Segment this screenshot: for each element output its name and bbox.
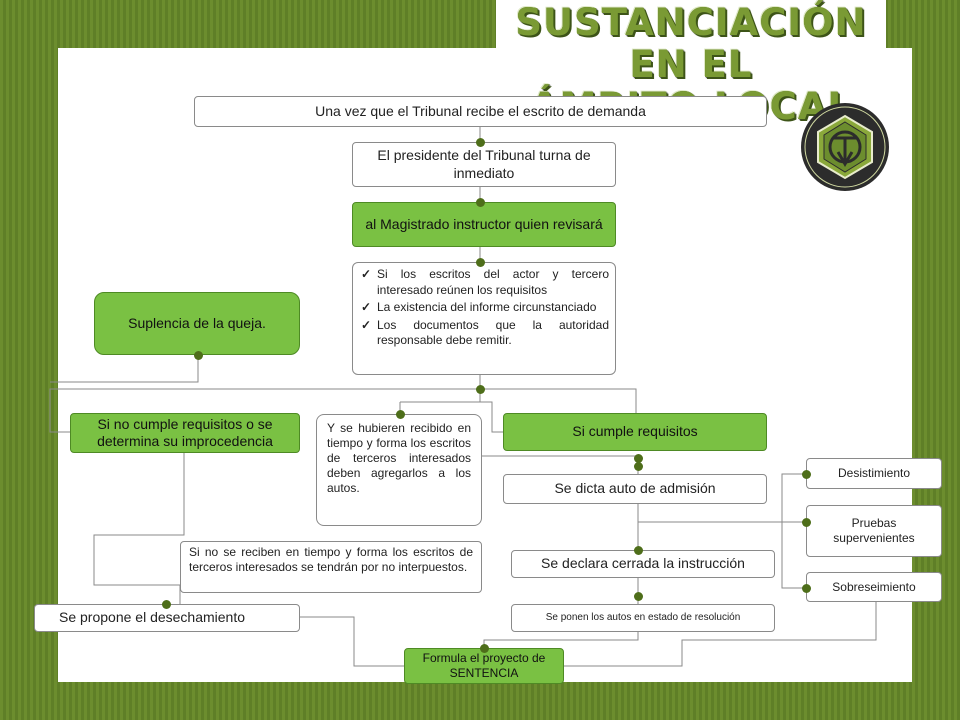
connector-dot <box>396 410 405 419</box>
check-icon: ✓ <box>361 267 372 281</box>
title-background <box>496 0 886 48</box>
node-terceros-interesados: Y se hubieren recibido en tiempo y forma… <box>316 414 482 526</box>
connector-dot <box>162 600 171 609</box>
node-estado-resolucion: Se ponen los autos en estado de resoluci… <box>511 604 775 632</box>
node-sobreseimiento: Sobreseimiento <box>806 572 942 602</box>
checklist-requisitos: ✓Si los escritos del actor y tercero int… <box>352 262 616 375</box>
connector-dot <box>476 138 485 147</box>
connector-dot <box>480 644 489 653</box>
connector-dot <box>476 258 485 267</box>
node-no-cumple-requisitos: Si no cumple requisitos o se determina s… <box>70 413 300 453</box>
connector-dot <box>634 454 643 463</box>
connector-dot <box>802 470 811 479</box>
node-magistrado-instructor: al Magistrado instructor quien revisará <box>352 202 616 247</box>
tev-seal-logo <box>801 103 889 191</box>
node-pruebas-supervenientes: Pruebas supervenientes <box>806 505 942 557</box>
check-icon: ✓ <box>361 317 372 332</box>
node-desistimiento: Desistimiento <box>806 458 942 489</box>
checklist-item: ✓Los documentos que la autoridad respons… <box>361 317 609 348</box>
connector-dot <box>634 592 643 601</box>
node-cumple-requisitos: Si cumple requisitos <box>503 413 767 451</box>
connector-dot <box>634 546 643 555</box>
connector-dot <box>802 518 811 527</box>
title-line-1: SUSTANCIACIÓN EN EL <box>515 1 867 86</box>
checklist-item: ✓Si los escritos del actor y tercero int… <box>361 267 609 297</box>
node-suplencia-queja: Suplencia de la queja. <box>94 292 300 355</box>
check-icon: ✓ <box>361 300 372 315</box>
connector-dot <box>476 385 485 394</box>
checklist-item: ✓La existencia del informe circunstancia… <box>361 300 597 315</box>
node-auto-admision: Se dicta auto de admisión <box>503 474 767 504</box>
connector-dot <box>194 351 203 360</box>
node-presidente-turna: El presidente del Tribunal turna de inme… <box>352 142 616 187</box>
connector-dot <box>634 462 643 471</box>
connector-dot <box>802 584 811 593</box>
connector-dot <box>476 198 485 207</box>
node-proyecto-sentencia: Formula el proyecto de SENTENCIA <box>404 648 564 684</box>
node-recibe-escrito: Una vez que el Tribunal recibe el escrit… <box>194 96 767 127</box>
node-cerrada-instruccion: Se declara cerrada la instrucción <box>511 550 775 578</box>
node-no-se-reciben: Si no se reciben en tiempo y forma los e… <box>180 541 482 593</box>
